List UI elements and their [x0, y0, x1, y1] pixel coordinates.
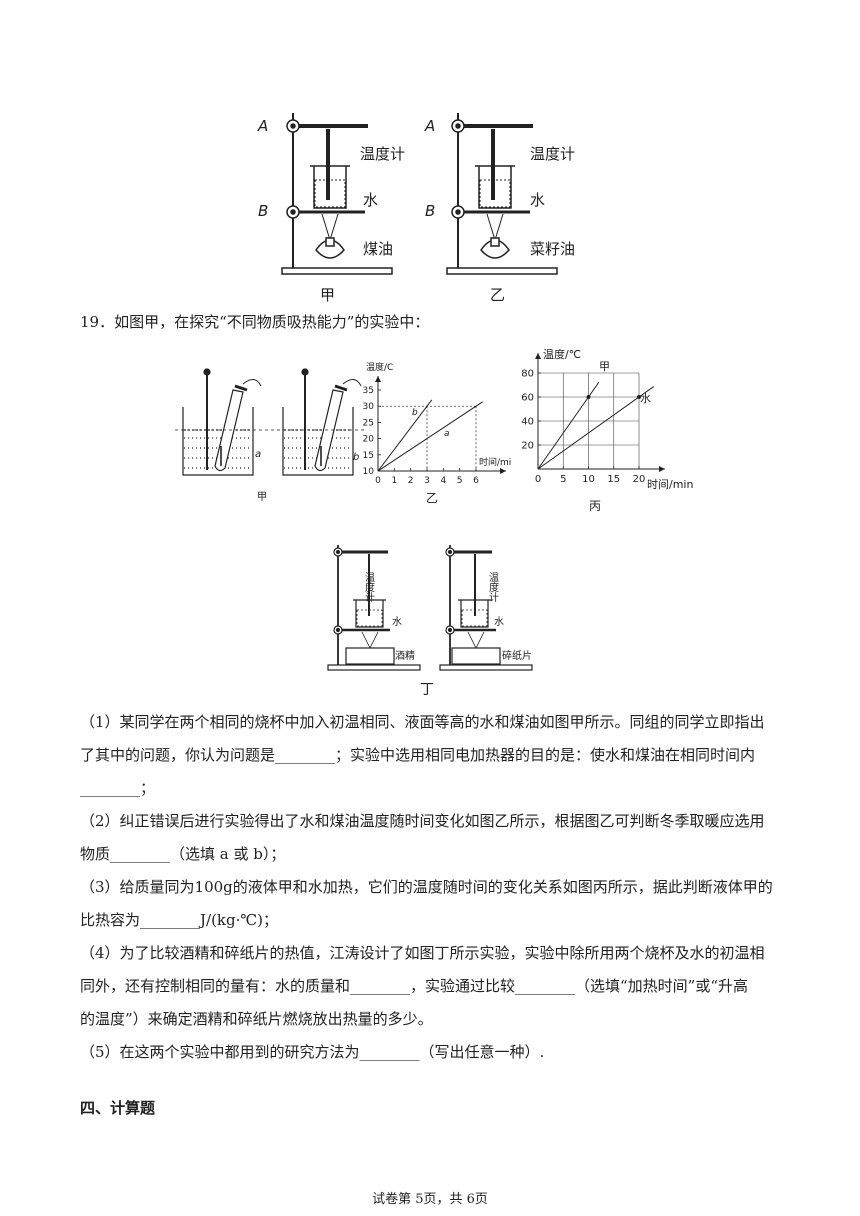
fig-ding-apparatus: 温度计 水 酒精 温度计 水 碎纸片 丁 — [327, 545, 533, 698]
y-tick-label: 15 — [363, 451, 374, 461]
x-tick-label: 0 — [535, 474, 541, 485]
ding-water-left: 水 — [392, 616, 402, 628]
y-axis-label: 温度/℃ — [543, 347, 581, 361]
chart-bing: 0 5 10 15 20 20 40 60 80 甲水 温度/℃ 时间/min 丙 — [521, 347, 693, 513]
page-footer: 试卷第 5页，共 6页 — [372, 1192, 488, 1207]
y-axis-label: 温度/C — [366, 361, 393, 373]
label-b-left: B — [258, 202, 268, 220]
y-tick-label: 60 — [521, 392, 534, 403]
question-part-4a: （4）为了比较酒精和碎纸片的热值，江涛设计了如图丁所示实验，实验中除所用两个烧杯… — [80, 944, 765, 962]
question-part-2a: （2）纠正错误后进行实验得出了水和煤油温度随时间变化如图乙所示，根据图乙可判断冬… — [80, 812, 765, 830]
x-tick-label: 1 — [391, 476, 397, 486]
y-tick-label: 10 — [363, 467, 375, 477]
label-fuel-right: 菜籽油 — [530, 240, 575, 258]
y-tick-label: 25 — [363, 418, 374, 428]
ding-thermometer-right: 温度计 — [487, 572, 499, 603]
series-label-0: b — [412, 408, 418, 418]
series-point-0 — [586, 395, 591, 399]
caption-left: 甲 — [320, 286, 335, 304]
x-tick-label: 5 — [560, 474, 566, 485]
x-tick-label: 5 — [457, 476, 463, 486]
ding-fuel-right: 碎纸片 — [502, 649, 532, 662]
x-axis-arrow — [659, 466, 665, 472]
series-label-1: 水 — [640, 392, 651, 405]
label-a-right: A — [424, 117, 435, 135]
label-b-right: B — [425, 202, 435, 220]
x-tick-label: 3 — [424, 476, 430, 486]
x-tick-label: 4 — [440, 476, 446, 486]
question-part-3a: （3）给质量同为100g的液体甲和水加热，它们的温度随时间的变化关系如图丙所示，… — [80, 878, 773, 896]
question-part-2b: 物质________（选填 a 或 b）； — [80, 845, 286, 863]
label-water-left: 水 — [363, 191, 378, 209]
fig-jia-label-b: b — [353, 452, 359, 463]
caption-right: 乙 — [490, 286, 505, 304]
y-tick-label: 80 — [521, 368, 534, 379]
series-line-1 — [537, 386, 654, 470]
y-tick-label: 30 — [363, 402, 375, 412]
fig-jia-beakers: a b 甲 — [175, 368, 365, 503]
y-tick-label: 20 — [363, 435, 375, 445]
label-thermometer-right: 温度计 — [530, 145, 575, 163]
top-apparatus-figure: A B 温度计 水 煤油 甲 A B 温度计 水 菜籽油 乙 — [257, 113, 575, 304]
fig-jia-label-a: a — [255, 449, 261, 460]
label-a-left: A — [257, 117, 268, 135]
question-part-1a: （1）某同学在两个相同的烧杯中加入初温相同、液面等高的水和煤油如图甲所示。同组的… — [80, 713, 765, 731]
fig-jia-caption: 甲 — [257, 492, 267, 503]
x-axis-label: 时间/min — [479, 456, 512, 468]
x-tick-label: 6 — [473, 476, 479, 486]
y-tick-label: 35 — [363, 386, 374, 396]
question-part-3b: 比热容为________J/(kg·℃)； — [80, 911, 279, 929]
x-tick-label: 10 — [582, 474, 595, 485]
question-part-1c: ________； — [80, 779, 156, 797]
chart-caption: 丙 — [589, 499, 601, 513]
x-axis-arrow — [500, 468, 506, 474]
ding-thermometer-left: 温度计 — [363, 572, 375, 603]
question-part-4c: 的温度”）来确定酒精和碎纸片燃烧放出热量的多少。 — [80, 1010, 433, 1028]
x-tick-label: 15 — [607, 474, 620, 485]
y-tick-label: 20 — [521, 440, 534, 451]
series-label-0: 甲 — [599, 360, 610, 373]
series-label-1: a — [444, 429, 450, 439]
label-thermometer-left: 温度计 — [360, 145, 405, 163]
x-tick-label: 20 — [633, 474, 646, 485]
label-water-right: 水 — [530, 191, 545, 209]
ding-fuel-left: 酒精 — [395, 649, 415, 662]
ding-water-right: 水 — [494, 616, 504, 628]
apparatus-right — [446, 113, 558, 275]
y-axis-arrow — [375, 376, 381, 382]
question-stem: 19．如图甲，在探究“不同物质吸热能力”的实验中： — [80, 313, 430, 331]
question-part-5: （5）在这两个实验中都用到的研究方法为________（写出任意一种）. — [80, 1043, 545, 1061]
label-fuel-left: 煤油 — [363, 240, 393, 258]
section-title: 四、计算题 — [80, 1099, 156, 1117]
ding-caption: 丁 — [420, 682, 434, 698]
question-part-4b: 同外，还有控制相同的量有：水的质量和________，实验通过比较_______… — [80, 977, 749, 995]
x-tick-label: 2 — [408, 476, 414, 486]
x-axis-label: 时间/min — [647, 478, 693, 491]
x-tick-label: 0 — [375, 476, 381, 486]
y-axis-arrow — [535, 353, 541, 359]
chart-caption: 乙 — [426, 491, 438, 505]
series-point-1 — [637, 395, 641, 399]
apparatus-left — [281, 113, 393, 275]
chart-yi: 01 234 56 10 15 20 25 30 35 b a 温度/C 时间/min 乙 — [363, 361, 512, 505]
series-line-0 — [537, 381, 600, 470]
series-line-0 — [377, 399, 433, 472]
series-line-1 — [377, 401, 483, 472]
y-tick-label: 40 — [521, 416, 534, 427]
question-part-1b: 了其中的问题，你认为问题是________；实验中选用相同电加热器的目的是：使水… — [80, 746, 756, 764]
